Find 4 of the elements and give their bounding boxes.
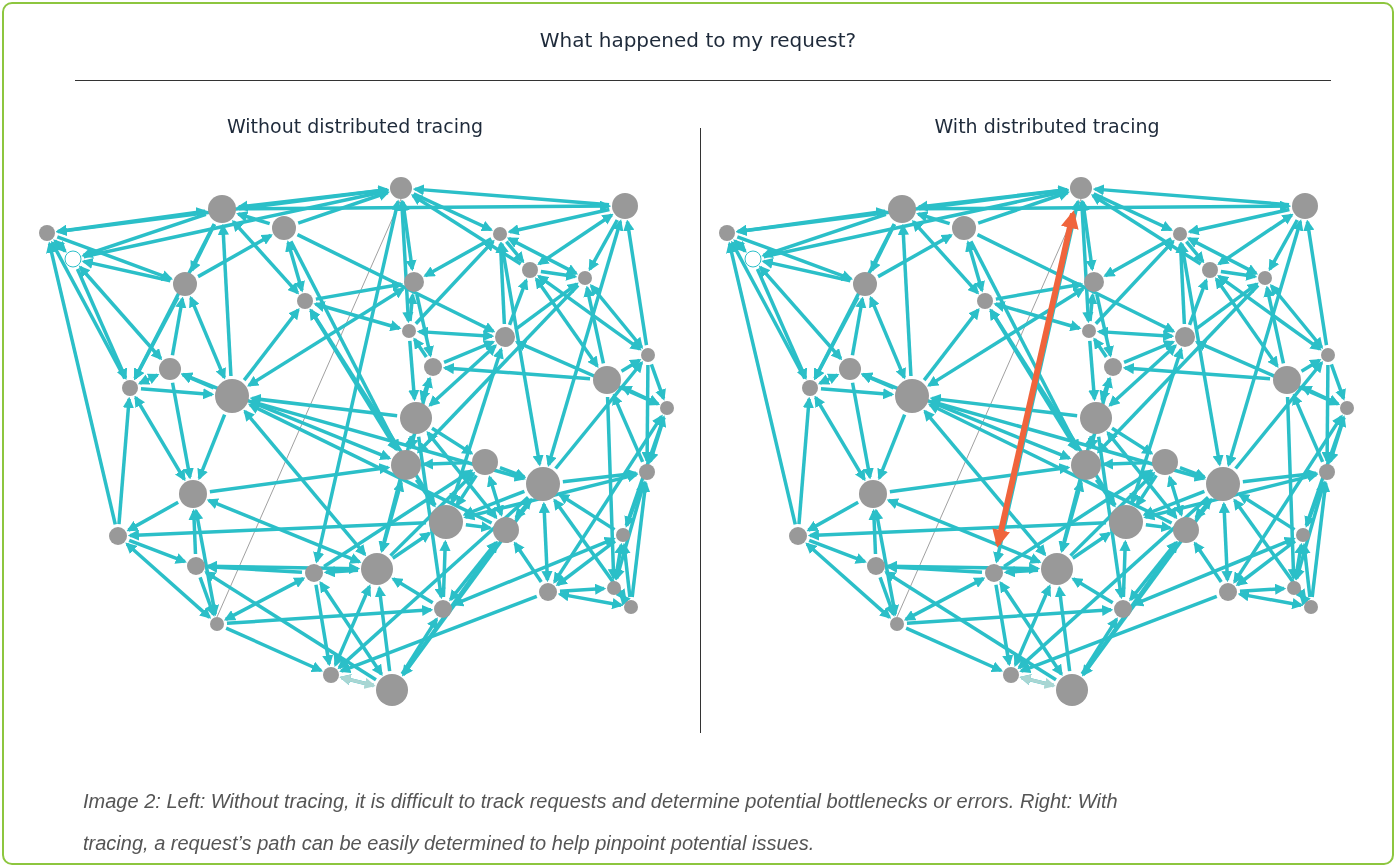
panel-heading: Without distributed tracing <box>225 115 485 137</box>
title: What happened to my request? <box>538 28 858 52</box>
caption: Image 2: Left: Without tracing, it is difficult to track requests and determine potential bottlenecks or errors. Right: With tracing, a request’s path can be easily determined to help pinpoint potential issues. <box>83 789 1119 856</box>
panel-heading: With distributed tracing <box>933 115 1161 137</box>
